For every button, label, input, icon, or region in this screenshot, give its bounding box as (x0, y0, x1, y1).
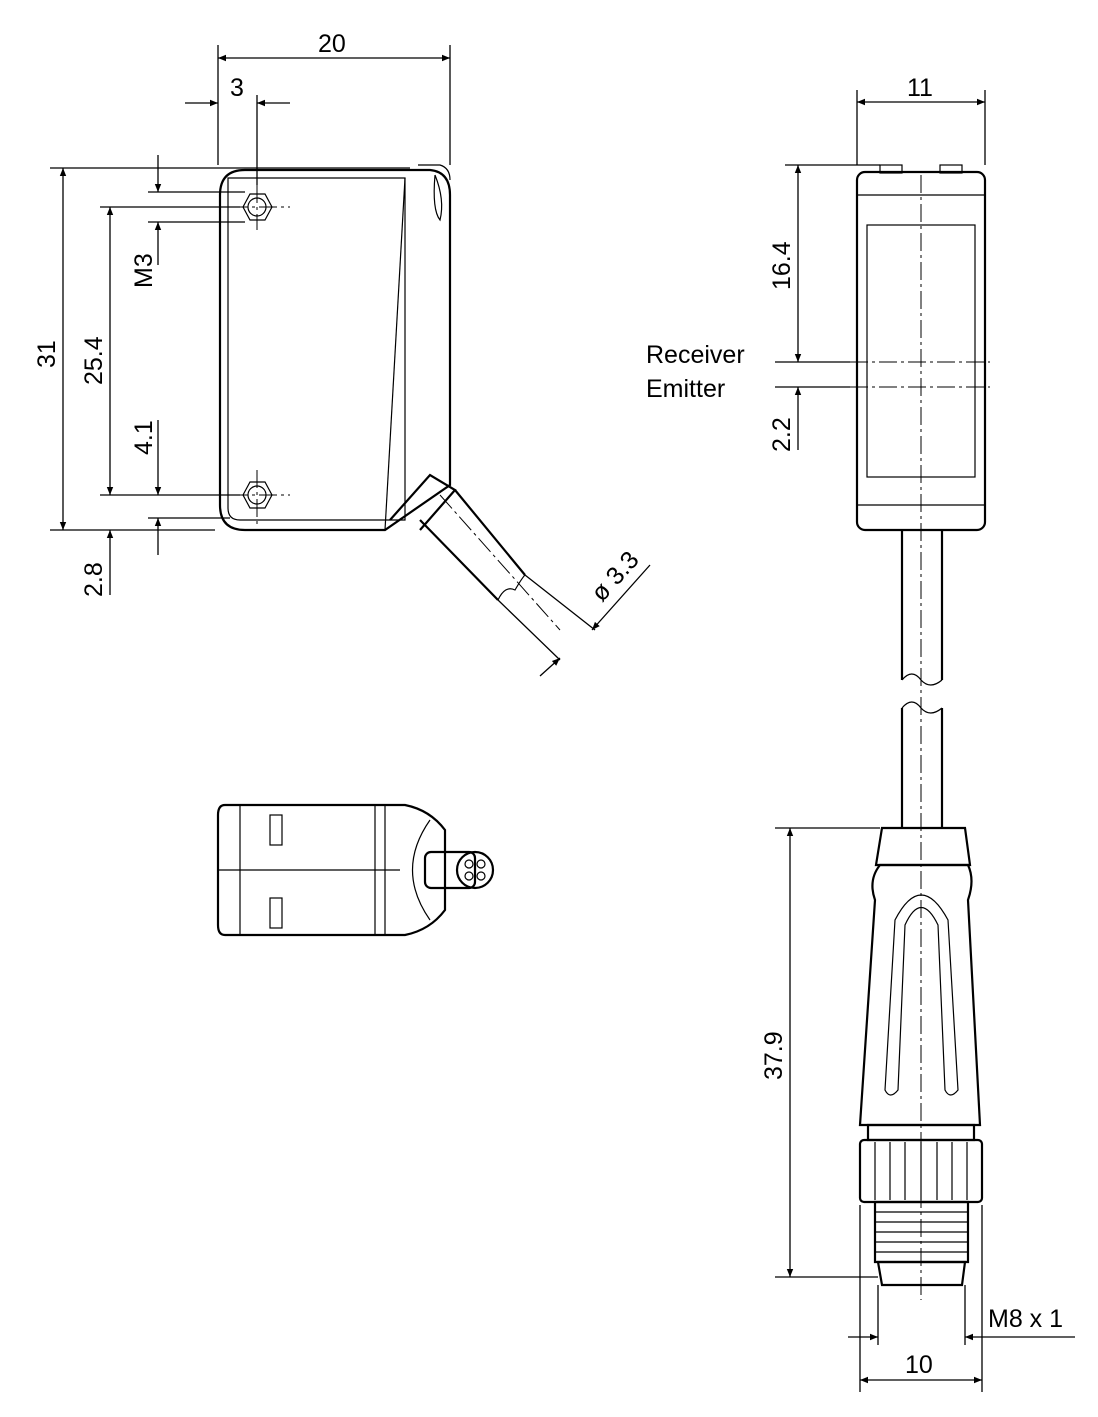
bottom-view (216, 803, 495, 937)
side-view (850, 164, 990, 1300)
dim-bottom-offset: 2.8 (80, 562, 108, 597)
dim-thread: M3 (130, 253, 158, 288)
front-dimensions: 20 3 31 25.4 M3 4.1 2.8 ø 3.3 (33, 30, 651, 677)
dim-emitter-offset: 2.2 (768, 417, 796, 452)
dim-receiver-height: 16.4 (768, 241, 796, 290)
dim-connector-thread: M8 x 1 (988, 1305, 1063, 1333)
dim-cable-diameter: ø 3.3 (586, 546, 645, 607)
side-dimensions: 11 16.4 2.2 Receiver Emitter 37.9 M8 x 1… (646, 74, 1075, 1392)
label-receiver: Receiver (646, 341, 745, 369)
dim-hole-to-bottom: 4.1 (130, 420, 158, 455)
dim-connector-length: 37.9 (760, 1031, 788, 1080)
knurl (874, 1142, 968, 1200)
dim-front-width: 20 (318, 30, 346, 58)
label-emitter: Emitter (646, 375, 725, 403)
dim-connector-width: 10 (905, 1351, 933, 1379)
dim-height-total: 31 (33, 340, 61, 368)
front-view (218, 164, 561, 631)
dim-side-width: 11 (907, 74, 933, 102)
dim-hole-spacing: 25.4 (80, 336, 108, 385)
dim-hole-offset: 3 (230, 74, 244, 102)
